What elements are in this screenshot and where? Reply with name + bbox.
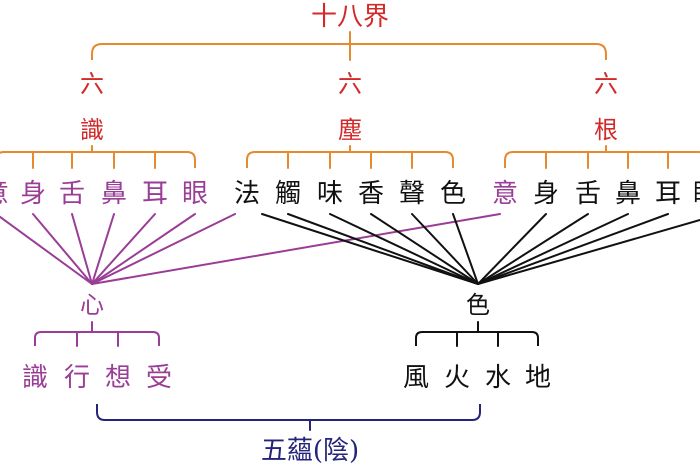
dust-item: 味: [317, 179, 343, 209]
dust-item: 色: [440, 179, 466, 209]
root-item: 舌: [575, 179, 601, 209]
form-connector: [370, 213, 479, 285]
root-item: 身: [533, 179, 559, 209]
aggregate-item: 行: [64, 363, 90, 393]
mind-connector: [91, 213, 196, 285]
root-item: 耳: [655, 179, 681, 209]
form-connector: [477, 213, 547, 285]
consciousness-item: 意: [0, 179, 9, 209]
mind-connector: [91, 213, 236, 285]
mind-connector: [91, 213, 156, 285]
consciousness-item: 舌: [59, 179, 85, 209]
consciousness-item: 眼: [182, 179, 208, 209]
root-item: 眼: [693, 179, 700, 209]
form-connector: [411, 213, 479, 285]
form-label: 色: [466, 291, 490, 319]
form-connector: [477, 213, 589, 285]
elements-bracket: [415, 331, 539, 346]
form-connector: [261, 213, 479, 285]
element-item: 火: [444, 363, 470, 393]
aggregates-bracket: [34, 331, 160, 346]
aggregate-item: 受: [146, 363, 172, 393]
consciousness-bracket: [0, 151, 196, 168]
dust-item: 觸: [275, 179, 301, 209]
top-title: 十八界: [311, 2, 389, 32]
consciousness-item: 身: [20, 179, 46, 209]
group-consciousness-count: 六: [80, 70, 104, 98]
group-dust-name: 塵: [338, 116, 362, 144]
group-dust-count: 六: [338, 70, 362, 98]
group-consciousness-name: 識: [80, 116, 104, 144]
group-root-name: 根: [594, 116, 618, 144]
group-root-count: 六: [594, 70, 618, 98]
form-connector: [477, 213, 629, 285]
aggregate-item: 識: [22, 363, 48, 393]
mind-connector: [71, 213, 93, 285]
mind-connector: [32, 213, 93, 285]
root-item: 意: [492, 179, 518, 209]
form-connector: [477, 213, 669, 285]
consciousness-item: 鼻: [101, 179, 127, 209]
mind-label: 心: [80, 291, 104, 319]
root-item: 鼻: [615, 179, 641, 209]
element-item: 風: [403, 363, 429, 393]
dust-item: 聲: [399, 179, 425, 209]
mind-connector: [0, 215, 93, 285]
form-connector: [329, 213, 479, 285]
mind-connector: [91, 213, 501, 285]
form-connector: [452, 213, 479, 285]
bottom-title: 五蘊(陰): [261, 436, 359, 466]
root-bracket: [504, 151, 700, 168]
dust-item: 香: [358, 179, 384, 209]
element-item: 地: [525, 363, 551, 393]
mind-connector: [91, 213, 115, 285]
aggregate-item: 想: [105, 363, 131, 393]
aggregates-bracket-bottom: [96, 404, 481, 421]
dust-bracket: [246, 151, 454, 168]
element-item: 水: [485, 363, 511, 393]
form-connector: [477, 219, 700, 285]
dust-item: 法: [234, 179, 260, 209]
form-connector: [287, 213, 479, 285]
connector-lines: [0, 31, 700, 431]
consciousness-item: 耳: [142, 179, 168, 209]
